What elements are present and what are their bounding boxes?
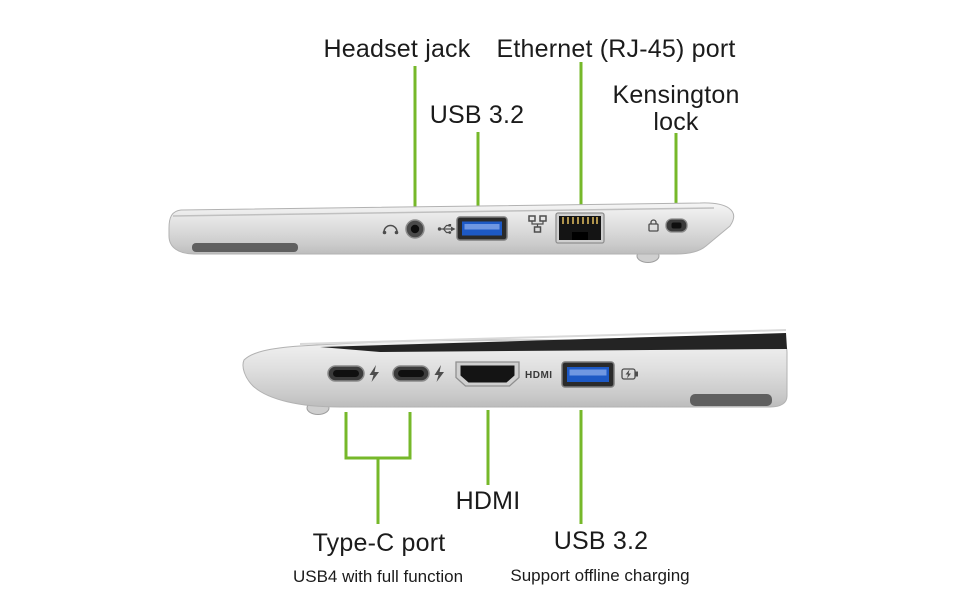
kensington-lock-label-line2: lock xyxy=(653,108,699,136)
thunderbolt-icon-2 xyxy=(434,365,444,382)
usb-a-port-bottom xyxy=(561,361,615,388)
headphone-jack-port xyxy=(405,219,425,239)
ethernet-label: Ethernet (RJ-45) port xyxy=(496,35,736,63)
top-laptop-right-side-view xyxy=(168,202,735,263)
type-c-port-label: Type-C port xyxy=(312,529,446,557)
bottom-laptop-lid-highlight xyxy=(299,329,787,345)
thunderbolt-icon-1 xyxy=(369,365,379,382)
type-c-port-sublabel: USB4 with full function xyxy=(292,567,464,586)
ethernet-port xyxy=(555,212,605,244)
usb32-bottom-label: USB 3.2 xyxy=(553,527,649,555)
kensington-lock-slot xyxy=(665,218,688,233)
usb32-top-label: USB 3.2 xyxy=(429,101,525,129)
bottom-laptop-left-side-view: HDMI xyxy=(242,329,788,415)
bottom-laptop-grill xyxy=(690,394,772,406)
usb32-bottom-sublabel: Support offline charging xyxy=(510,566,690,585)
top-laptop-grill xyxy=(192,243,298,252)
kensington-lock-label: Kensington lock xyxy=(612,82,739,136)
type-c-port-2 xyxy=(392,365,430,382)
type-c-port-1 xyxy=(327,365,365,382)
headset-jack-label: Headset jack xyxy=(323,35,471,63)
usb-icon xyxy=(437,224,456,234)
kensington-lock-label-line1: Kensington xyxy=(612,81,740,109)
hdmi-port xyxy=(455,361,520,387)
hdmi-label: HDMI xyxy=(455,487,521,515)
kensington-lock-icon xyxy=(648,219,659,232)
callout-bracket-typec xyxy=(344,412,412,524)
usb-a-port-top xyxy=(456,216,508,241)
battery-charging-icon xyxy=(621,368,638,380)
headset-icon xyxy=(382,224,399,235)
hdmi-port-marking: HDMI xyxy=(525,370,553,381)
bottom-laptop-lid xyxy=(320,333,787,352)
ethernet-icon xyxy=(528,215,547,233)
top-laptop-lid-seam xyxy=(172,207,715,217)
